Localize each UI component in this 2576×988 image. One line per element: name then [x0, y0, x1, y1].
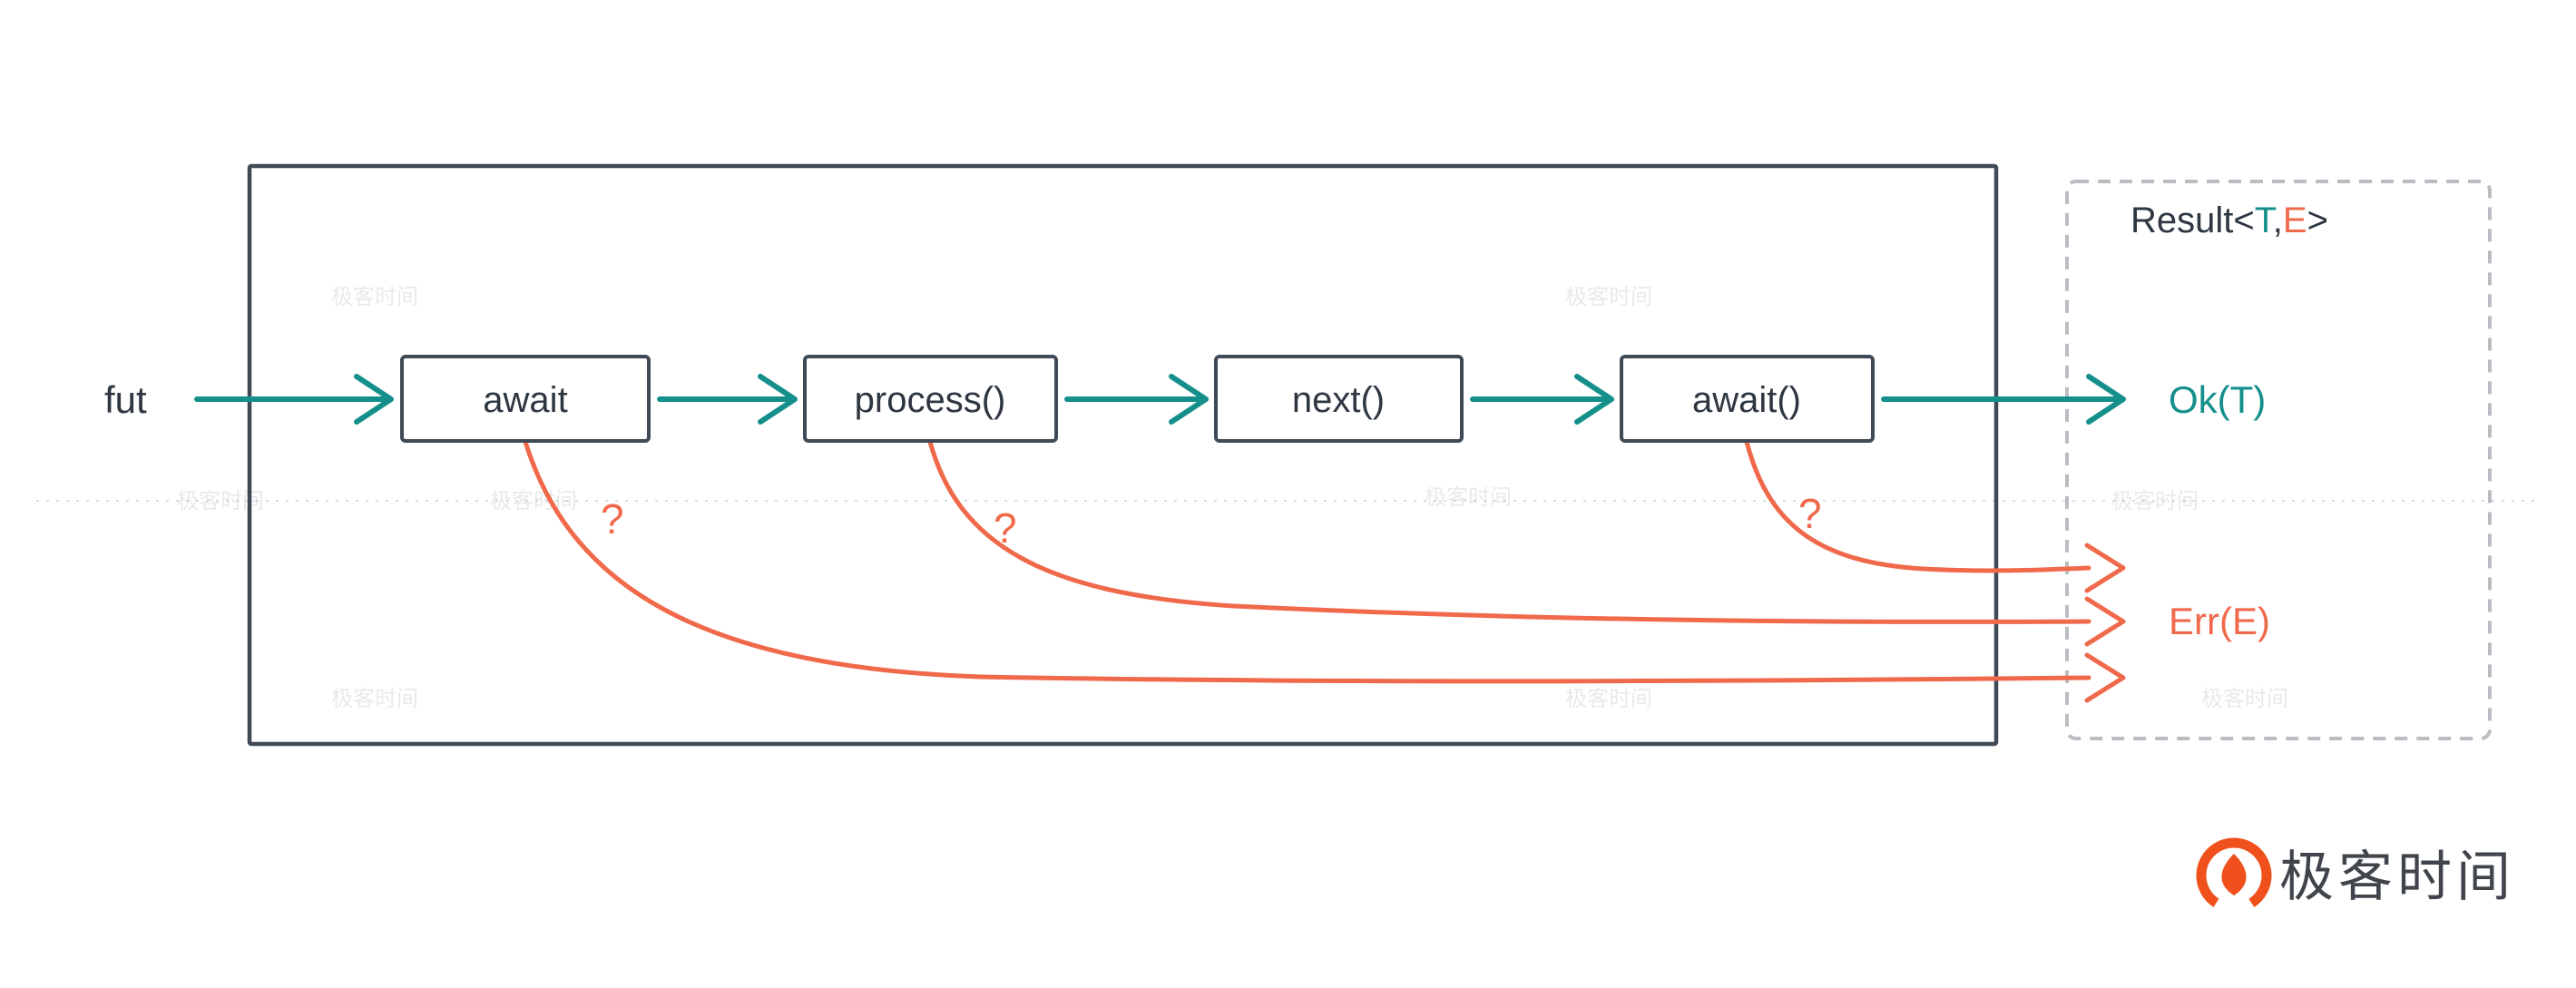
ok-variant-label: Ok(T)	[2169, 378, 2266, 421]
watermark-text: 极客时间	[331, 285, 418, 309]
result-title: Result<T,E>	[2130, 201, 2328, 240]
error-arrowhead	[2084, 596, 2126, 647]
result-frame	[2065, 180, 2492, 740]
node-process-label: process()	[855, 380, 1006, 420]
error-curve-process	[927, 439, 2091, 624]
flow-arrowhead	[1574, 374, 1614, 425]
watermark-text: 极客时间	[1425, 485, 1512, 510]
watermark-text: 极客时间	[1565, 285, 1652, 309]
error-curve-await	[523, 439, 2091, 684]
node-next-label: next()	[1292, 380, 1385, 420]
err-variant-label: Err(E)	[2169, 600, 2270, 642]
watermark-text: 极客时间	[2111, 489, 2199, 514]
result-title-suffix: >	[2307, 201, 2328, 240]
watermark-text: 极客时间	[1565, 687, 1652, 711]
flow-arrowhead	[1169, 374, 1209, 425]
node-await2	[1620, 355, 1875, 443]
flow-arrowhead	[354, 374, 394, 425]
flow-arrowhead	[758, 374, 798, 425]
error-paths: ? ? ?	[523, 439, 2126, 703]
result-title-prefix: Result<	[2130, 201, 2255, 240]
question-mark-operator: ?	[994, 504, 1017, 552]
error-arrowhead	[2084, 652, 2126, 703]
error-arrowhead	[2084, 543, 2126, 593]
result-title-comma: ,	[2273, 201, 2283, 240]
result-type-e: E	[2283, 201, 2307, 240]
watermark-text: 极客时间	[490, 489, 577, 514]
watermark-text: 极客时间	[331, 687, 418, 711]
input-label-fut: fut	[104, 378, 147, 421]
geektime-logo-drop-icon	[2221, 854, 2247, 895]
node-await	[400, 355, 651, 443]
node-next	[1214, 355, 1464, 443]
geektime-logo: 极客时间	[2196, 837, 2515, 914]
geektime-logo-text: 极客时间	[2279, 846, 2515, 907]
geektime-logo-ring-icon	[2196, 837, 2272, 914]
node-process	[803, 355, 1058, 443]
pipeline-frame	[247, 163, 1999, 747]
flow-arrows	[194, 374, 2126, 425]
watermark-layer: 极客时间 极客时间 极客时间 极客时间 极客时间 极客时间 极客时间 极客时间 …	[177, 285, 2288, 711]
flow-arrowhead	[2086, 374, 2126, 425]
node-await2-label: await()	[1692, 380, 1801, 420]
node-await-label: await	[483, 380, 567, 420]
watermark-text: 极客时间	[2201, 687, 2288, 711]
question-mark-operator: ?	[601, 495, 624, 543]
pipeline-nodes: await process() next() await()	[400, 355, 1875, 443]
error-curve-await2	[1744, 439, 2091, 573]
question-mark-operator: ?	[1798, 490, 1822, 537]
